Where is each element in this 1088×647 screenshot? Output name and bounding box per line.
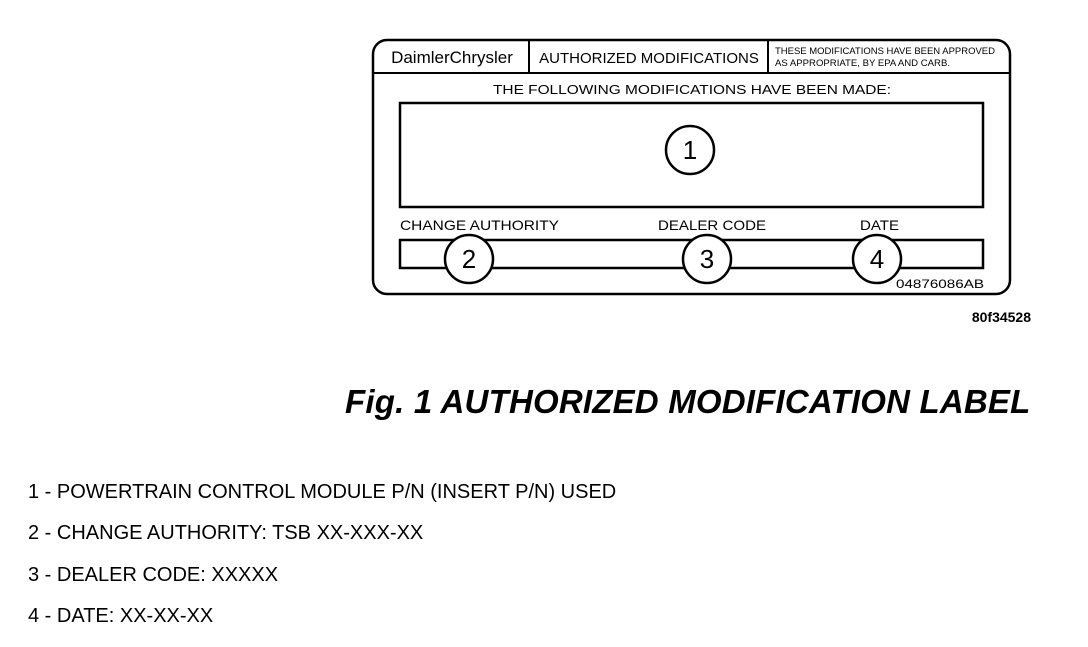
callout-1-circle — [664, 124, 716, 176]
callout-2-number: 2 — [462, 244, 476, 274]
label-part-code: 04876086AB — [896, 277, 984, 291]
figure-caption: Fig. 1 AUTHORIZED MODIFICATION LABEL — [345, 383, 1031, 420]
approval-line-2: AS APPROPRIATE, BY EPA AND CARB. — [775, 58, 950, 68]
header-title: AUTHORIZED MODIFICATIONS — [539, 50, 759, 67]
callout-4-circle — [851, 233, 903, 285]
callout-3-circle — [681, 233, 733, 285]
change-authority-label: CHANGE AUTHORITY — [400, 217, 560, 233]
date-label: DATE — [860, 217, 899, 233]
legend-item-3: 3 - DEALER CODE: XXXXX — [28, 564, 279, 586]
callout-4-number: 4 — [870, 244, 884, 274]
modifications-subtitle: THE FOLLOWING MODIFICATIONS HAVE BEEN MA… — [493, 82, 891, 97]
figure-id: 80f34528 — [972, 309, 1031, 325]
legend-item-4: 4 - DATE: XX-XX-XX — [28, 605, 214, 627]
approval-line-1: THESE MODIFICATIONS HAVE BEEN APPROVED — [775, 46, 996, 56]
callout-1-number: 1 — [683, 135, 697, 165]
legend-item-1: 1 - POWERTRAIN CONTROL MODULE P/N (INSER… — [28, 481, 617, 503]
label-outline — [371, 38, 1012, 296]
dealer-code-label: DEALER CODE — [658, 217, 766, 233]
legend-item-2: 2 - CHANGE AUTHORITY: TSB XX-XXX-XX — [28, 522, 424, 544]
callout-2-circle — [443, 233, 495, 285]
callout-3-number: 3 — [700, 244, 714, 274]
modifications-box — [398, 101, 985, 209]
brand-name: DaimlerChrysler — [391, 48, 513, 67]
